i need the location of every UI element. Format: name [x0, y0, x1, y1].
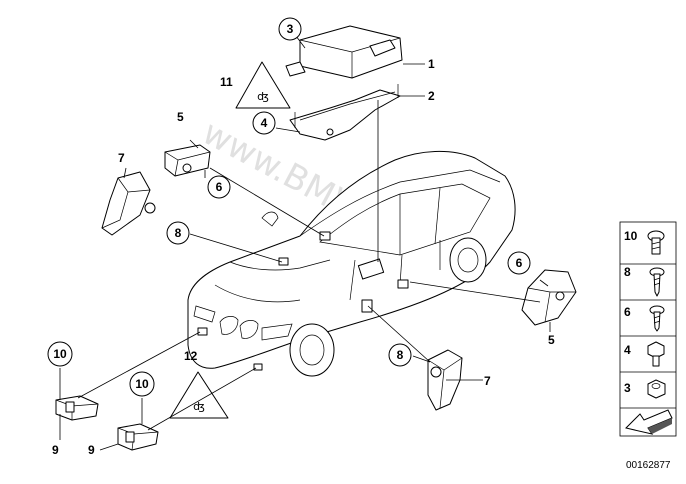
upfront-sensor-right: [427, 349, 463, 411]
fastener-legend: 10 8 6 4 3: [619, 221, 677, 437]
legend-item-6: 6: [624, 305, 631, 319]
callout-6-right: 6: [507, 251, 531, 275]
callout-6-top: 6: [207, 175, 231, 199]
warning-label-11: ʤ: [235, 61, 291, 109]
sensor-9-lower: [117, 423, 159, 451]
legend-item-8: 8: [624, 265, 631, 279]
leader-lines: [59, 35, 551, 451]
direction-arrow-icon: [625, 409, 673, 435]
svg-text:6: 6: [216, 180, 223, 194]
callout-7-bottom: 7: [484, 374, 491, 388]
control-unit-part: [285, 25, 403, 79]
callout-11: 11: [220, 75, 233, 89]
callout-8-bottom: 8: [388, 343, 412, 367]
callout-8-top: 8: [166, 221, 190, 245]
warning-label-12: ʤ: [169, 371, 229, 419]
callout-10-mid: 10: [129, 371, 155, 397]
svg-text:ʤ: ʤ: [193, 400, 205, 413]
callout-5-top: 5: [177, 110, 184, 124]
upfront-sensor-left: [101, 171, 156, 236]
car-illustration: [187, 151, 516, 377]
svg-text:3: 3: [287, 22, 294, 36]
legend-item-10: 10: [624, 229, 638, 243]
svg-text:6: 6: [516, 256, 523, 270]
legend-item-4: 4: [624, 343, 631, 357]
callout-10-left: 10: [47, 341, 73, 367]
document-number: 00162877: [626, 460, 671, 471]
side-sensor-right: [521, 269, 577, 326]
side-sensor-left: [164, 144, 211, 177]
callout-9-mid: 9: [88, 443, 95, 457]
callout-3: 3: [278, 17, 302, 41]
svg-text:8: 8: [175, 226, 182, 240]
bracket-part: [289, 84, 401, 141]
sensor-9-upper: [55, 395, 99, 421]
callout-9-left: 9: [52, 443, 59, 457]
svg-text:ʤ: ʤ: [257, 90, 269, 103]
screw-8-icon: [649, 267, 665, 297]
callout-12: 12: [184, 349, 198, 363]
callout-2: 2: [428, 89, 435, 103]
svg-text:10: 10: [135, 377, 149, 391]
screw-6-icon: [649, 305, 665, 332]
callout-7-top: 7: [118, 151, 125, 165]
svg-text:10: 10: [53, 347, 67, 361]
bolt-4-icon: [647, 341, 665, 367]
screw-10-icon: [647, 230, 665, 255]
svg-text:4: 4: [261, 116, 268, 130]
callout-4: 4: [252, 111, 276, 135]
nut-3-icon: [647, 379, 666, 399]
svg-text:8: 8: [397, 348, 404, 362]
legend-item-3: 3: [624, 381, 631, 395]
callout-1: 1: [428, 57, 435, 71]
callout-5-right: 5: [548, 333, 555, 347]
